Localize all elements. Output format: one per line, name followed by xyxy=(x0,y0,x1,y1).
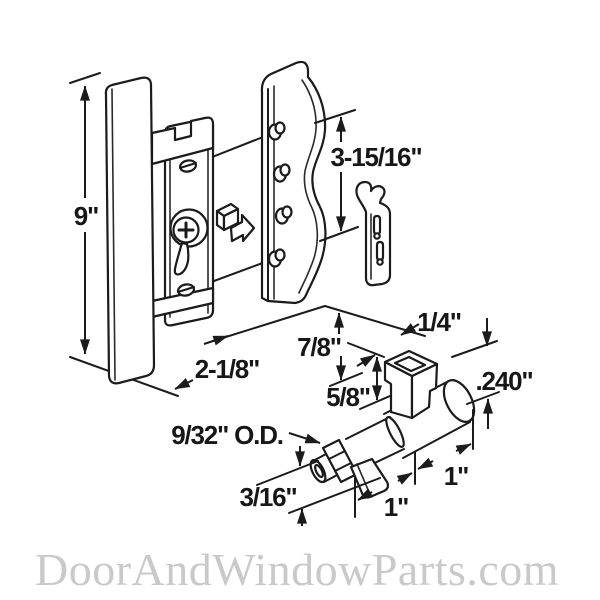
dimension-label: 1" xyxy=(384,492,408,522)
dimension-post-top-width: 1/4" xyxy=(324,305,462,337)
screw-top xyxy=(178,159,198,173)
keyed-lock-cylinder xyxy=(169,208,209,276)
dimension-label: 9/32" O.D. xyxy=(171,420,283,450)
spindle-hole xyxy=(393,355,427,373)
dimension-shaft-od: 9/32" O.D. xyxy=(171,420,321,450)
hex-nut xyxy=(321,438,359,484)
dimension-segment-left: 1" xyxy=(354,472,413,522)
dimension-hole-spacing: 3-15/16" xyxy=(314,109,423,242)
dimension-label: 3/16" xyxy=(240,482,297,512)
top-mount-bracket xyxy=(150,116,215,166)
screw-post xyxy=(272,163,291,183)
screw-bottom xyxy=(176,283,196,297)
dimension-label: 1/4" xyxy=(417,307,461,337)
handle-bar xyxy=(104,76,156,385)
screw-post xyxy=(267,248,286,268)
screw-post xyxy=(274,205,293,225)
interior-pull-plate xyxy=(260,60,327,305)
cylinder-end-cap xyxy=(442,379,476,423)
dimension-label: 9" xyxy=(74,201,98,231)
keeper-slot-hole xyxy=(376,258,384,266)
spindle-post xyxy=(383,349,439,420)
keeper-slot xyxy=(375,240,385,262)
screw-post xyxy=(267,121,286,141)
dimension-end-offset: 3/16" xyxy=(240,446,381,526)
latch-thumb-turn xyxy=(215,202,256,243)
dimension-post-upper-height: 5/8" xyxy=(326,342,391,412)
exterior-handle-assembly xyxy=(104,76,269,385)
keeper-slot xyxy=(372,214,382,236)
dimension-label: 5/8" xyxy=(326,382,370,412)
dimension-post-height: 7/8" xyxy=(297,312,363,387)
dimension-base-width: 2-1/8" xyxy=(174,305,326,390)
dimension-handle-height: 9" xyxy=(69,72,101,355)
key-lever xyxy=(173,241,190,276)
latch-arrow xyxy=(229,213,256,243)
keeper-bracket xyxy=(355,180,392,287)
dimension-label: 1" xyxy=(444,461,468,491)
dimension-label: 7/8" xyxy=(297,332,341,362)
dimension-label: 3-15/16" xyxy=(331,142,422,172)
dimension-label: .240" xyxy=(476,366,533,396)
dimension-label: 2-1/8" xyxy=(195,354,259,384)
dimension-cylinder-diameter: .240" xyxy=(451,318,534,429)
keeper-slot-hole xyxy=(373,232,381,240)
wing-tab xyxy=(349,457,390,499)
internal-lock-unit xyxy=(309,349,476,499)
watermark-text: DoorAndWindowParts.com xyxy=(35,544,559,595)
dimension-segment-right: 1" xyxy=(414,409,474,491)
cylinder-step xyxy=(385,416,405,448)
shaft-bore xyxy=(314,463,324,479)
